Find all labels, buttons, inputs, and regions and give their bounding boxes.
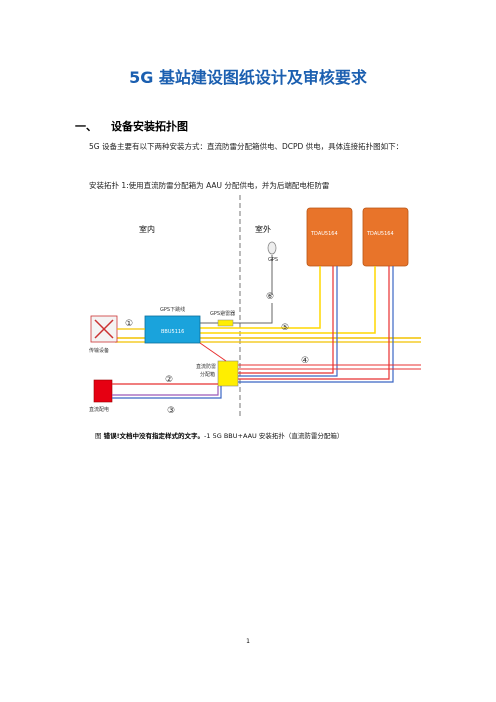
caption-error: 错误!文档中没有指定样式的文字。: [103, 432, 205, 440]
power-dc-to-spd-b: [112, 386, 219, 396]
aau-unit-2: [362, 207, 409, 267]
transmission-label: 传输设备: [89, 347, 109, 354]
section-title: 设备安装拓扑图: [111, 120, 188, 133]
page-title: 5G 基站建设图纸设计及审核要求: [129, 68, 367, 87]
intro-paragraph: 5G 设备主要有以下两种安装方式：直流防雷分配箱供电、DCPD 供电，具体连接拓…: [89, 142, 404, 151]
fiber-to-aau1: [200, 266, 321, 329]
aau1-label: TDAU5164: [310, 231, 338, 237]
outdoor-label: 室外: [255, 224, 271, 234]
topology-diagram: 室内 室外 TDAU5164 TDAU5164 GPS ⑥ GPS避雷器 GPS…: [89, 195, 421, 417]
dc-spd-box: [217, 360, 239, 387]
caption-prefix: 图: [95, 432, 102, 440]
power-lines-outbound: [238, 364, 421, 370]
aau-unit-1: [306, 207, 353, 267]
power-dc-to-spd-c: [112, 386, 222, 399]
dc-power-unit: [93, 379, 113, 403]
power-to-aau2: [238, 266, 390, 380]
marker-6: ①: [125, 319, 133, 329]
dc-spd-label-2: 分配箱: [200, 371, 215, 378]
marker-3: ④: [301, 356, 309, 366]
spd-to-bbu: [199, 342, 227, 362]
transmission-device-icon: [90, 315, 118, 343]
power-to-aau2-b: [238, 266, 394, 383]
bbu-label: BBU5116: [161, 329, 184, 335]
gps-antenna-icon: [267, 241, 277, 255]
gps-arrester-label: GPS避雷器: [210, 310, 235, 317]
gps-jumper-label: GPS下跳线: [160, 306, 185, 313]
page-number: 1: [246, 638, 250, 645]
caption-suffix: -1 5G BBU+AAU 安装拓扑（直流防雷分配箱）: [204, 432, 344, 440]
topology-paragraph: 安装拓扑 1:使用直流防雷分配箱为 AAU 分配供电，并为后端配电柜防雷: [89, 181, 330, 190]
marker-1: ②: [165, 375, 173, 385]
section-heading: 一、 设备安装拓扑图: [75, 118, 188, 134]
fiber-to-aau2: [200, 266, 376, 334]
power-to-aau1-b: [238, 266, 338, 377]
gps-label: GPS: [268, 257, 278, 263]
power-to-aau1: [238, 266, 334, 374]
dc-spd-label-1: 直流防雷: [196, 363, 216, 370]
figure-caption: 图 错误!文档中没有指定样式的文字。-1 5G BBU+AAU 安装拓扑（直流防…: [95, 430, 343, 440]
marker-5: ⑥: [266, 292, 274, 302]
gps-arrester: [217, 319, 234, 327]
marker-4: ⑤: [281, 323, 289, 333]
aau2-label: TDAU5164: [366, 231, 394, 237]
dc-power-label: 直流配电: [89, 406, 109, 413]
indoor-label: 室内: [139, 224, 155, 234]
marker-2: ③: [167, 406, 175, 416]
section-number: 一、: [75, 120, 97, 133]
